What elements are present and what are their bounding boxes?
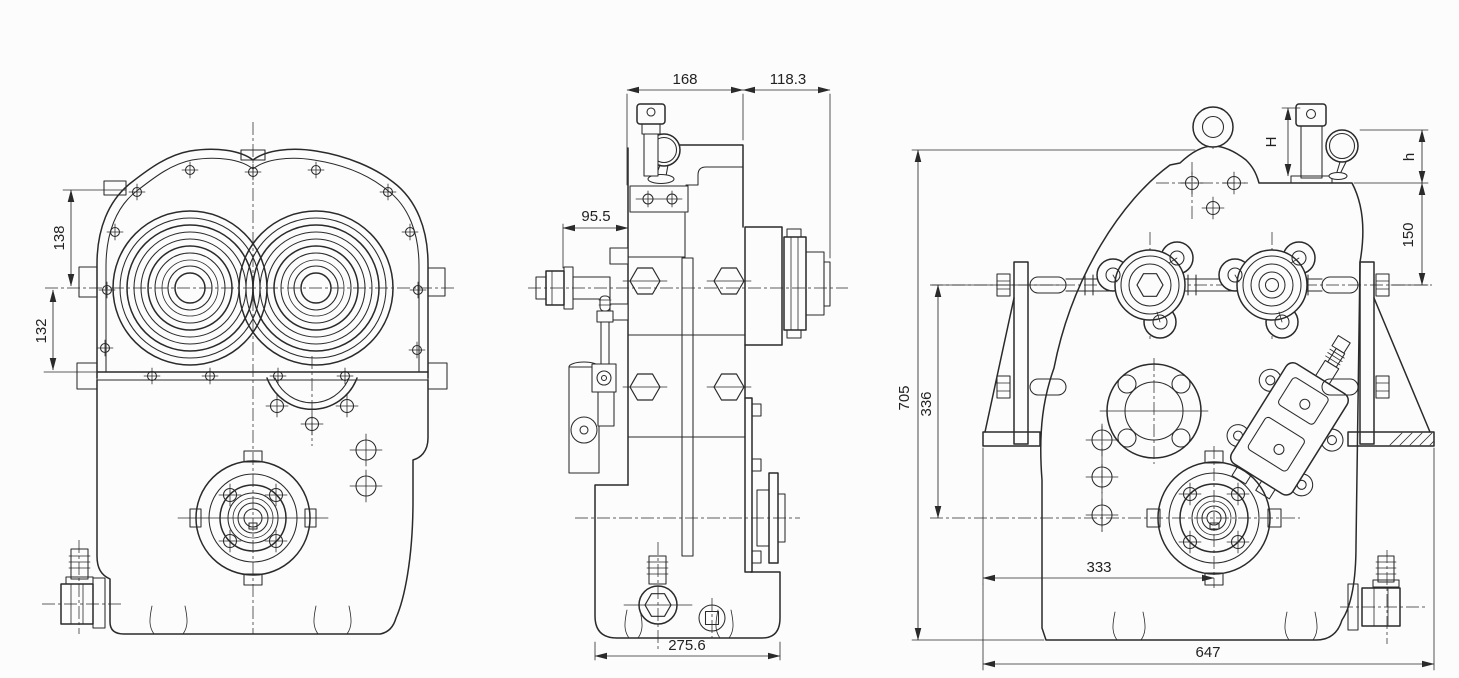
- dim-label-95-5: 95.5: [581, 208, 610, 225]
- dim-label-H: H: [1263, 137, 1280, 148]
- front-inspection-boss: [265, 377, 359, 436]
- dim-label-118-3: 118.3: [770, 71, 806, 88]
- rear-dimensions: 705 336 H h 150 333 647: [896, 107, 1435, 671]
- top-cover-tab: [240, 149, 266, 161]
- left-ear-upper: [78, 266, 98, 298]
- front-centerlines: [42, 122, 455, 634]
- side-dimensions: 168 118.3 95.5 275.6: [562, 71, 831, 661]
- right-ear-upper: [427, 267, 446, 297]
- rear-output-flange: [1146, 450, 1282, 586]
- flange-ear-right: [427, 362, 448, 390]
- rear-filler-breather: [1290, 103, 1359, 184]
- front-output-flange: [177, 450, 329, 586]
- rear-housing: [1040, 106, 1364, 641]
- side-output-coupling: [744, 226, 831, 346]
- dim-label-150: 150: [1400, 222, 1417, 247]
- dim-label-336: 336: [918, 391, 935, 416]
- dim-label-275-6: 275.6: [668, 637, 706, 654]
- front-drain-plug: [60, 548, 106, 629]
- dim-label-647: 647: [1195, 644, 1220, 661]
- front-bearing-bores: [112, 210, 394, 366]
- rear-view: 705 336 H h 150 333 647: [896, 103, 1435, 671]
- rear-drain-plug: [1347, 555, 1401, 631]
- front-dimensions: 138 132: [33, 189, 127, 373]
- side-filler-breather: [629, 103, 689, 213]
- rear-control-valve: [1226, 335, 1351, 500]
- side-output-flange: [744, 397, 786, 573]
- counter-bearing-bore: [238, 210, 394, 366]
- front-housing: [76, 148, 448, 635]
- rear-bracket-right: [1321, 261, 1435, 447]
- rear-bearing-cover-right: [1218, 241, 1316, 339]
- cover-step-boss: [103, 180, 127, 196]
- lifting-eye: [1192, 106, 1234, 148]
- front-view: 138 132: [33, 122, 455, 635]
- side-drain-plugs: [623, 555, 726, 632]
- flange-ear-left: [76, 362, 98, 390]
- dipstick-ring: [1325, 129, 1359, 163]
- side-input-shaft: [535, 247, 629, 321]
- rear-bearing-cover-left: [1096, 241, 1194, 339]
- side-view: 168 118.3 95.5 275.6: [528, 71, 848, 661]
- center-rib: [681, 257, 694, 557]
- square-plug: [698, 604, 726, 632]
- dim-label-132: 132: [33, 318, 50, 343]
- rear-small-holes: [1085, 423, 1119, 532]
- dim-label-h: h: [1401, 153, 1418, 161]
- dim-label-333: 333: [1086, 559, 1111, 576]
- side-valve-assembly: [568, 295, 617, 474]
- dim-label-138: 138: [51, 225, 68, 250]
- front-side-holes: [349, 433, 383, 503]
- rear-bracket-left: [982, 261, 1067, 447]
- dim-label-705: 705: [896, 385, 913, 410]
- dim-label-168: 168: [672, 71, 697, 88]
- rear-round-cover: [1099, 363, 1209, 459]
- output-key: [248, 522, 258, 530]
